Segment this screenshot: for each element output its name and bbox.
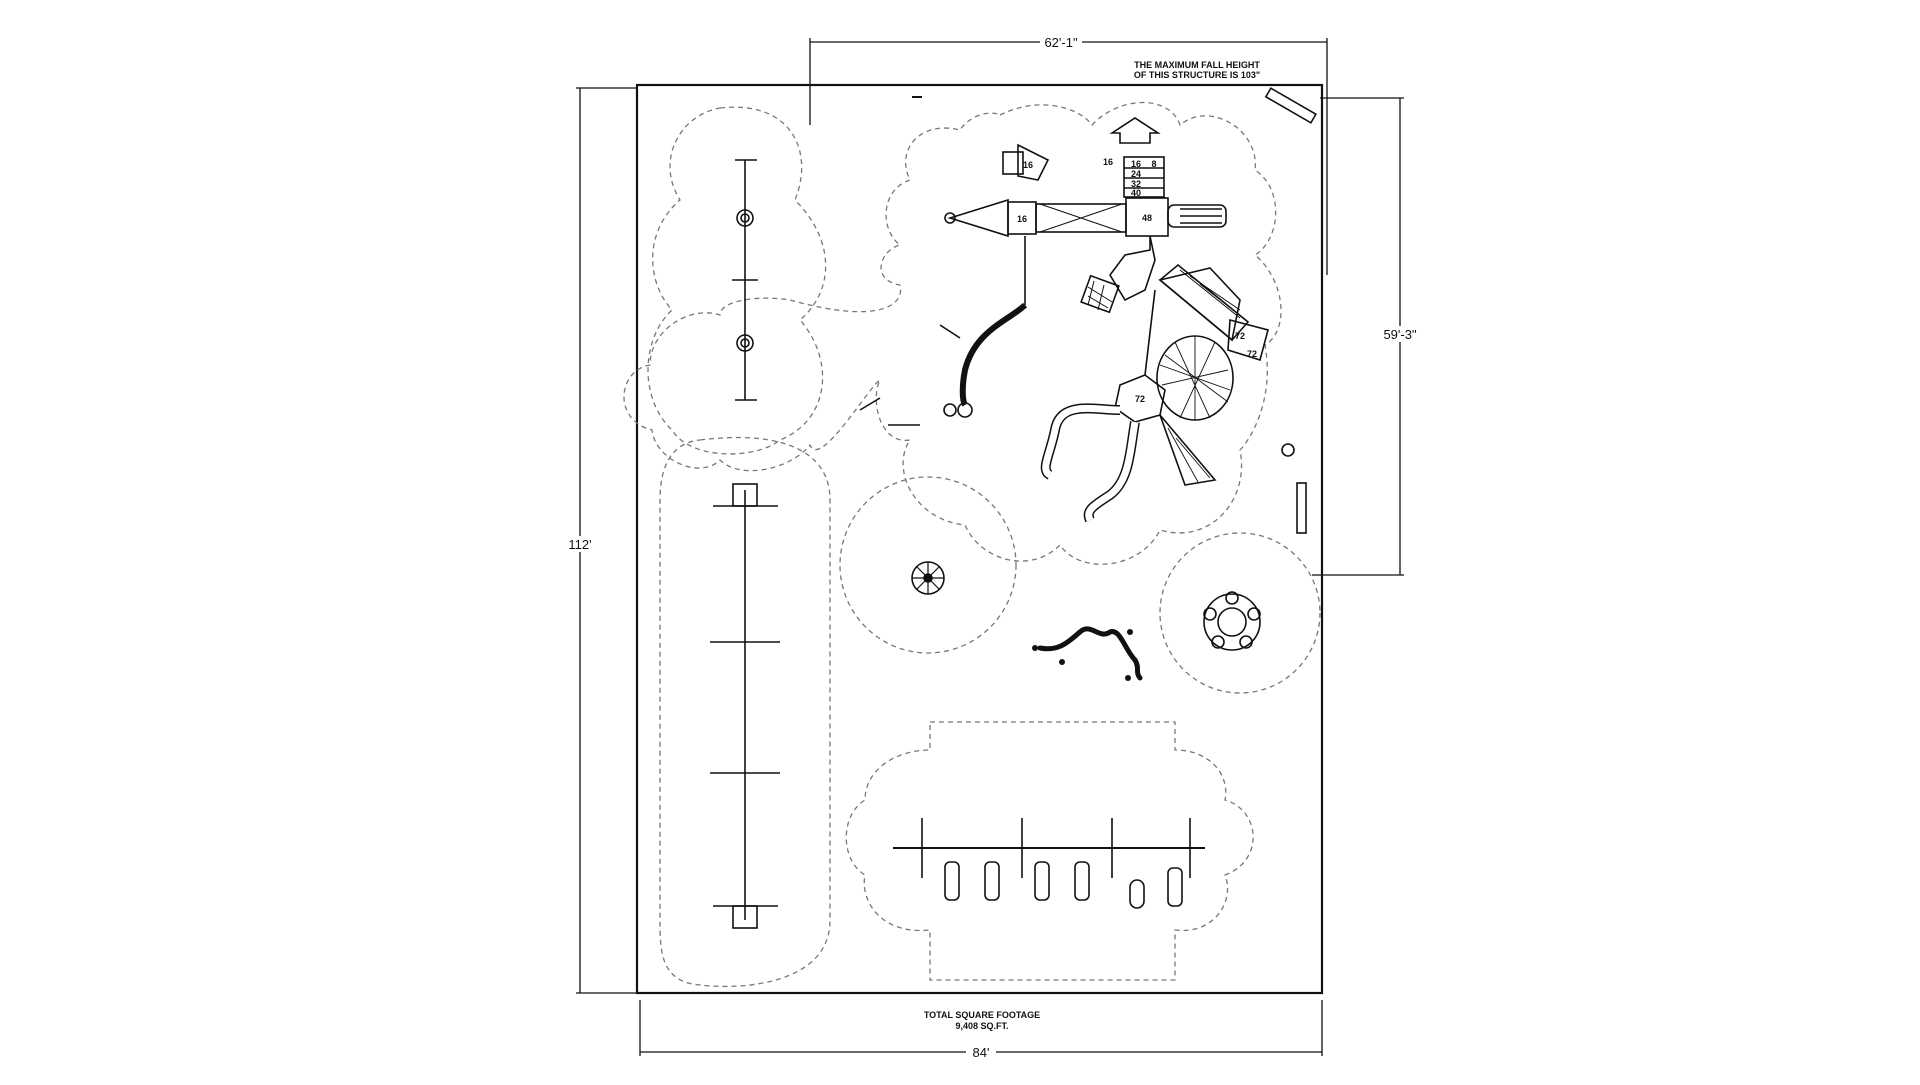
deck-height-label: 24 (1131, 169, 1141, 179)
top-dimension-label: 62'-1" (1044, 35, 1078, 50)
spinner-zone-left (839, 476, 1017, 654)
spinner-seat (1239, 635, 1253, 649)
fall-height-note-line1: THE MAXIMUM FALL HEIGHT (1134, 60, 1260, 70)
fall-height-note-line2: OF THIS STRUCTURE IS 103" (1134, 70, 1260, 80)
net-climber-box (1080, 274, 1120, 314)
deck-height-label: 40 (1131, 188, 1141, 198)
belt-swing-seat (984, 861, 1000, 901)
tube-slide-inner (1042, 404, 1121, 479)
right-dimension-mask (1380, 326, 1420, 342)
bench-panel (1264, 87, 1317, 124)
belt-swing-seat (1074, 861, 1090, 901)
use-zones (623, 101, 1321, 988)
swing-zone-upper (647, 106, 827, 455)
cargo-net-lines (1167, 427, 1211, 483)
balance-trail (1037, 626, 1143, 681)
net-cage-lines (1087, 280, 1113, 311)
deck-height-label: 72 (1235, 331, 1245, 341)
arrow-roof (1109, 117, 1161, 144)
balance-trail-step (1125, 675, 1131, 681)
balance-trail-step (1059, 659, 1065, 665)
helm-icon (944, 212, 956, 224)
tube-slide-inner (1085, 421, 1139, 522)
deck-height-label: 48 (1142, 213, 1152, 223)
boat-bow-panel (947, 198, 1009, 238)
net-dome-lines (1159, 336, 1231, 420)
spinner-seat (1247, 607, 1261, 621)
handhold (939, 324, 961, 339)
bow-deck (1158, 267, 1241, 342)
deck-height-label: 16 (1103, 157, 1113, 167)
footage-note-line1: TOTAL SQUARE FOOTAGE (924, 1010, 1040, 1020)
dimension-lines (576, 38, 1404, 1056)
spinner-base-ring (1203, 593, 1261, 651)
swing-seat-inner (740, 213, 750, 223)
balance-trail-step (1032, 645, 1038, 651)
deck-height-label: 8 (1151, 159, 1156, 169)
bottom-dimension-label: 84' (973, 1045, 990, 1060)
spinner-wheel-left (911, 561, 945, 595)
spiral-climber (959, 302, 1028, 407)
single-swing-upper (732, 159, 758, 401)
balance-beam (859, 397, 881, 411)
belt-swing-seat (1034, 861, 1050, 901)
spinner-seat (1203, 607, 1217, 621)
top-dimension-mask (1040, 34, 1082, 50)
cargo-net (1159, 414, 1217, 486)
swing-zone-bottom (845, 721, 1254, 981)
belt-swing-seat (944, 861, 960, 901)
climber-base (957, 402, 973, 418)
spinner-seat (1225, 591, 1239, 605)
swing-seat-inner (740, 338, 750, 348)
deck-height-label: 16 (1023, 160, 1033, 170)
deck-height-label: 16 (1017, 214, 1027, 224)
deck-height-label: 72 (1135, 394, 1145, 404)
footage-note-line2: 9,408 SQ.FT. (955, 1021, 1008, 1031)
roof-panel (1017, 143, 1050, 181)
left-dimension-mask (563, 536, 597, 552)
bridge-rungs (1179, 269, 1247, 321)
support-post (1144, 289, 1156, 376)
swing-seat-icon (736, 334, 754, 352)
spinner-seats-right (1203, 591, 1261, 651)
site-boundary (635, 83, 1324, 995)
swing-zone-long (659, 436, 831, 988)
roof-panel (1002, 151, 1024, 175)
bottom-dimension-mask (966, 1044, 996, 1060)
main-structure-zone (623, 101, 1282, 565)
zip-line-track (710, 483, 780, 929)
deck-height-labels: 16 16 16 16 8 24 32 40 48 72 72 72 (1017, 157, 1257, 404)
deck-height-label: 72 (1247, 349, 1257, 359)
climbing-bridge (1158, 263, 1250, 342)
activity-panel (1296, 482, 1307, 534)
tower-steps (1123, 156, 1165, 198)
left-dimension-label: 112' (568, 537, 591, 552)
climber-base (943, 403, 957, 417)
bucket-swing-seat (1129, 879, 1145, 909)
spinner-seat (1211, 635, 1225, 649)
right-dimension-label: 59'-3" (1383, 327, 1417, 342)
belt-swing-seat (1167, 867, 1183, 907)
bridge-cross-bracing (1039, 203, 1123, 233)
spinner-center-ring (1217, 607, 1247, 637)
main-play-structure (859, 87, 1317, 534)
spinner-zone-right (1159, 532, 1321, 694)
swing-set-bottom (893, 818, 1205, 909)
swing-seat-icon (736, 209, 754, 227)
spinner-spokes (912, 562, 944, 594)
balance-trail-step (1127, 629, 1133, 635)
deck-platform (1227, 318, 1269, 362)
deck-height-label: 32 (1131, 179, 1141, 189)
deck-height-label: 16 (1131, 159, 1141, 169)
triple-slide (1167, 204, 1227, 228)
talk-tube (1281, 443, 1295, 457)
